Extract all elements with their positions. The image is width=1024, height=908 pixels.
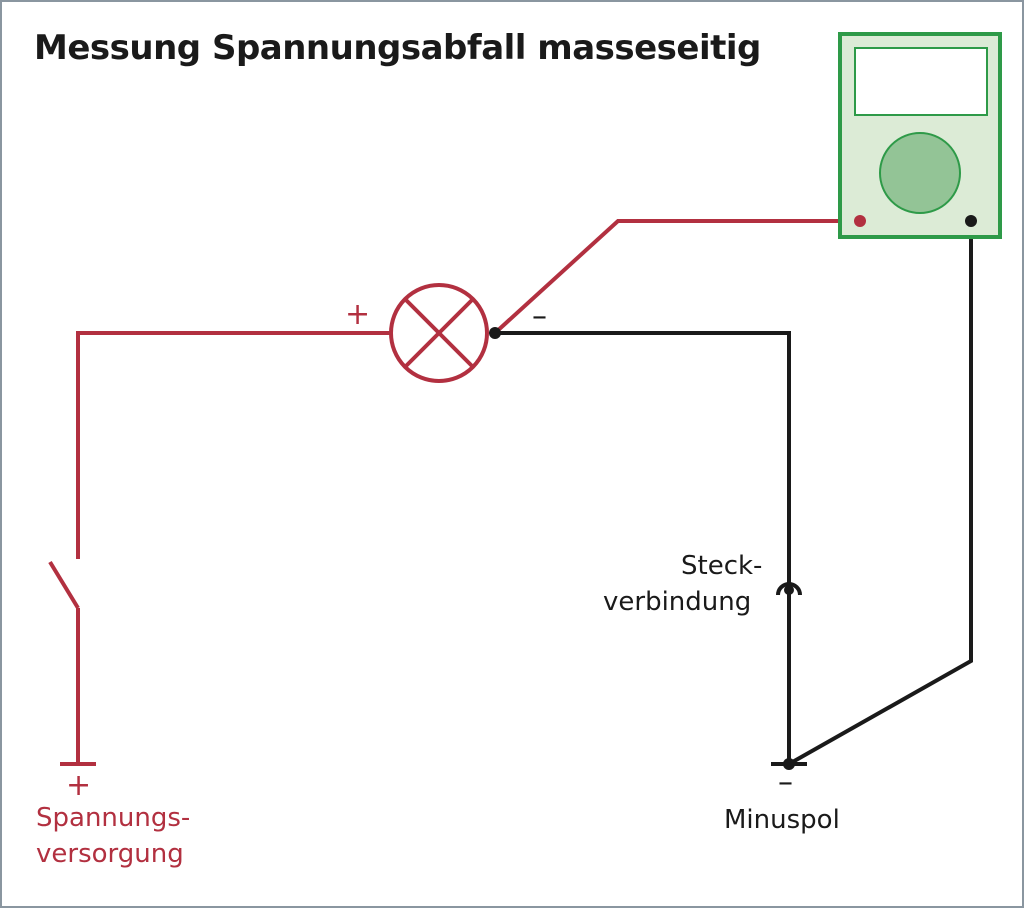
lamp-icon [389,283,489,383]
connector-label-line1: Steck- [681,551,763,581]
positive-wire-upper [76,331,391,559]
negative-wire-upper [495,331,791,590]
multimeter-dial-icon [879,132,961,214]
supply-plus-sign: + [66,768,92,803]
meter-negative-lead [788,224,973,766]
supply-label-line2: versorgung [36,839,184,869]
diagram-title: Messung Spannungsabfall masseseitig [34,28,761,68]
connector-label-line2: verbindung [603,587,752,617]
ground-label: Minuspol [724,805,840,835]
connector-dot [784,585,794,595]
multimeter-icon [838,32,1002,239]
meter-negative-jack [965,215,977,227]
lamp-minus-sign: – [532,299,547,334]
meter-positive-lead [493,219,860,335]
negative-circuit [495,224,973,766]
multimeter-display [854,47,988,116]
ground-minus-sign: – [778,765,793,800]
supply-label-line1: Spannungs- [36,803,191,833]
ground-junction-dot [783,758,795,770]
lamp-plus-sign: + [345,297,371,332]
positive-circuit [48,219,860,766]
meter-positive-jack [854,215,866,227]
switch-icon [48,560,80,610]
plug-connector-icon [776,582,802,596]
lamp-junction-dot [489,327,501,339]
